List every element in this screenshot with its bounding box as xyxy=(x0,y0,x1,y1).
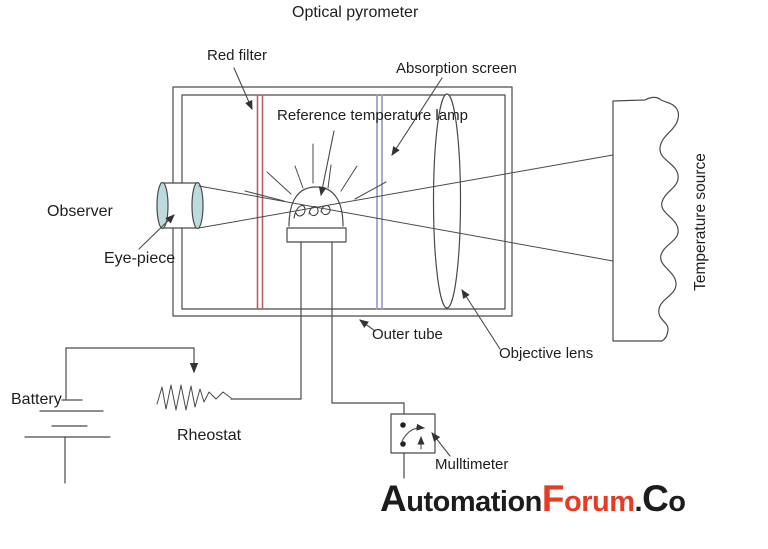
lamp-rays xyxy=(244,143,387,202)
multimeter-symbol xyxy=(390,413,436,479)
logo-part: F xyxy=(541,478,565,519)
battery-symbol xyxy=(24,347,199,484)
logo-part: A xyxy=(380,478,407,519)
logo-part: . xyxy=(634,486,643,518)
outer-tube-arrow xyxy=(359,319,376,332)
label-outer-tube: Outer tube xyxy=(372,326,443,343)
logo-part: orum xyxy=(564,486,635,518)
logo-part: utomation xyxy=(406,486,542,518)
eyepiece xyxy=(156,181,204,230)
label-rheostat: Rheostat xyxy=(177,427,242,444)
label-objective-lens: Objective lens xyxy=(499,345,594,362)
red-filter-lines xyxy=(256,94,264,310)
label-eyepiece: Eye-piece xyxy=(104,250,176,267)
reference-lamp-arrow xyxy=(318,130,335,197)
red-filter-arrow xyxy=(233,67,253,111)
reference-temperature-lamp xyxy=(286,186,347,404)
label-arrows xyxy=(138,67,501,457)
label-observer: Observer xyxy=(47,203,113,220)
label-absorption-screen: Absorption screen xyxy=(396,60,517,77)
multimeter-arrow xyxy=(431,432,451,457)
automationforum-logo: AutomationForum.Co xyxy=(380,479,686,527)
label-battery: Battery xyxy=(11,391,62,408)
absorption-screen-arrow xyxy=(391,77,443,156)
label-multimeter: Mulltimeter xyxy=(435,456,509,473)
eyepiece-arrow xyxy=(138,214,175,250)
logo-part: C xyxy=(642,478,669,519)
temperature-source-shape xyxy=(612,96,680,342)
objective-lens xyxy=(432,93,462,309)
lamp-base xyxy=(286,227,347,243)
diagram-title: Optical pyrometer xyxy=(292,4,419,21)
absorption-screen-lines xyxy=(376,94,383,310)
label-reference-lamp: Reference temperature lamp xyxy=(277,107,468,124)
battery-top-wire xyxy=(65,347,199,400)
eyepiece-lens-left xyxy=(156,181,169,230)
eyepiece-lens-right xyxy=(191,181,204,230)
multimeter-wire-top xyxy=(331,402,405,415)
rheostat-symbol xyxy=(156,384,302,411)
label-red-filter: Red filter xyxy=(207,47,268,64)
logo-part: o xyxy=(668,486,686,518)
objective-lens-arrow xyxy=(461,289,501,350)
label-temperature-source: Temperature source xyxy=(692,153,710,291)
multimeter-needle xyxy=(401,423,425,442)
light-rays xyxy=(198,154,614,262)
